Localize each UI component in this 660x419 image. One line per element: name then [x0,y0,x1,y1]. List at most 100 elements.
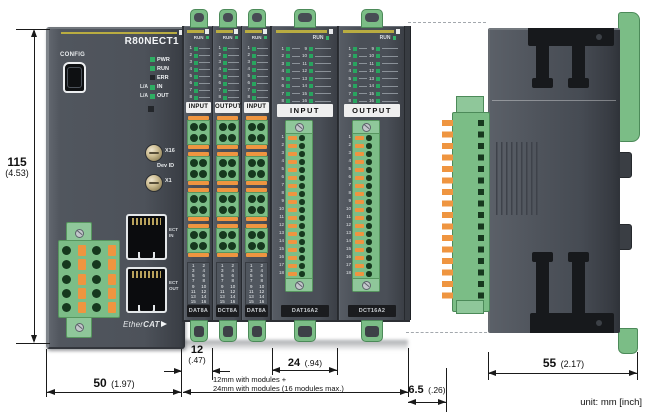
lever [355,215,364,221]
din-clip-bottom [189,320,208,342]
lever [355,247,364,253]
dim-gap-label: 6.5 (.26) [408,384,446,396]
terminal-row [286,190,312,198]
terminal-number: 15 [345,246,351,251]
channel-line [199,76,210,77]
terminal-row [353,158,379,166]
led-row: ERR [135,73,177,82]
channel-line [199,69,210,70]
channel-line [382,100,398,102]
arrowhead [183,389,191,395]
terminal-row [286,142,312,150]
channel-led [309,91,313,96]
lever [288,247,297,253]
wire-hole [366,255,372,261]
lever [355,239,364,245]
coding-strip-end [329,29,333,34]
channel-led [286,84,290,89]
lever [355,143,364,149]
channel-number: 15 [302,90,308,96]
wire-hole [299,135,305,141]
terminal-number: 18 [345,270,351,275]
coding-strip [343,30,394,33]
terminal-row [286,222,312,230]
din-clip-bottom [247,320,266,342]
channel-number: 12 [369,68,375,73]
channel-number: 5 [218,73,221,79]
channel-led-row: 5 [187,73,210,80]
power-terminal-block [58,240,120,318]
mount-hook-stem [536,258,549,316]
channel-led [193,81,198,86]
terminal-number: 12 [201,288,207,294]
channel-line [315,93,331,95]
channel-number: 13 [302,75,308,81]
rotary-switch-x1[interactable] [145,174,163,192]
lever [355,151,364,157]
run-indicator: RUN [340,35,396,41]
terminal-number: 2 [348,142,351,147]
terminal-number: 8 [348,190,351,195]
terminal-number: 11 [248,288,254,294]
terminal-number: 3 [191,268,195,274]
channel-led [286,91,290,96]
mount-hook-stem [572,258,585,316]
wire-hole [366,175,372,181]
wire-hole [366,263,372,269]
wire-hole [299,271,305,277]
channel-led-row: 2 [216,52,239,59]
lever [288,199,297,205]
ethernet-port-out[interactable] [126,267,167,313]
dim-line-narrow [164,371,182,372]
channel-line [257,48,268,49]
wire-hole [299,183,305,189]
channel-line [257,62,268,63]
unit-note: unit: mm [inch] [580,397,642,408]
channel-led [353,61,357,66]
terminal-number: 14 [259,293,265,299]
ethernet-port-in[interactable] [126,214,167,260]
io-type-label: OUTPUT [344,104,400,117]
terminal-row [62,259,116,271]
rotary-switch-x16[interactable] [145,144,163,162]
dim-line-modules [183,392,408,393]
channel-number: 3 [247,59,250,65]
channel-line [382,48,398,50]
projection-line-top [408,22,486,23]
arrowhead [174,368,182,374]
wire-hole [366,231,372,237]
wire-hole [366,183,372,189]
channel-line [315,70,331,72]
channel-line [359,63,367,65]
channel-led [353,84,357,89]
terminal-number: 17 [345,262,351,267]
channel-line [257,90,268,91]
channel-number: 4 [348,68,351,73]
lever [355,231,364,237]
din-clip-top [294,9,316,28]
arrowhead [400,389,408,395]
channel-number: 6 [247,80,250,86]
terminal-row [353,198,379,206]
terminal-number: 3 [220,268,224,274]
channel-line [292,100,300,102]
channel-line [199,62,210,63]
channel-led [193,95,198,100]
wire-hole [299,215,305,221]
channel-line [359,93,367,95]
terminal-row [62,287,116,299]
led-label: PWR [157,56,170,63]
mount-hook-foot [532,252,553,262]
terminal-number: 12 [259,288,265,294]
channel-line [382,85,398,87]
